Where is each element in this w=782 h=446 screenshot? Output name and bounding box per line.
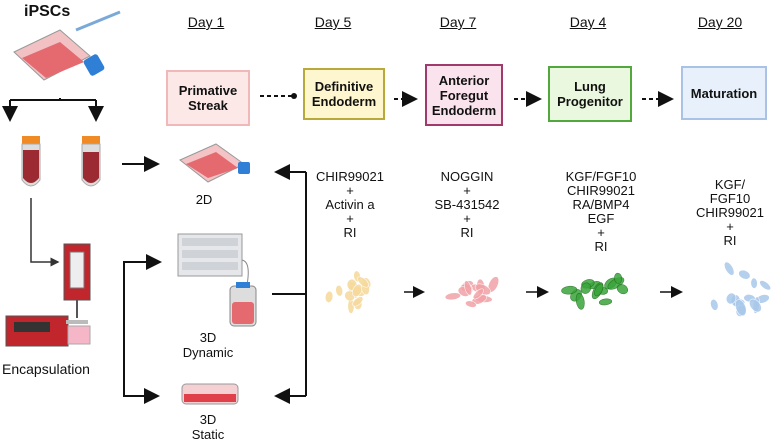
cell-shape [570, 289, 582, 302]
cell-shape [598, 298, 613, 306]
cell-shape [735, 304, 747, 317]
cell-clusters [324, 261, 772, 317]
cell-shape [596, 286, 608, 295]
cell-shape [581, 279, 595, 289]
flask-3d-static-icon [181, 383, 239, 405]
ipscs-title: iPSCs [24, 3, 71, 20]
cell-shape [470, 283, 486, 293]
cell-shape [357, 276, 369, 288]
reagents-anterior-foregut: NOGGIN + SB-431542 + RI [434, 169, 500, 240]
cell-shape [580, 282, 592, 294]
cell-shape [344, 290, 356, 302]
cell-shape [463, 280, 473, 296]
cell-shape [474, 295, 493, 303]
reagents-lung-progenitor: KGF/FGF10 CHIR99021 RA/BMP4 EGF + RI [565, 169, 637, 254]
cell-shape [353, 270, 361, 283]
label-3d-static: 3D Static [191, 412, 225, 442]
cell-shape [587, 281, 601, 290]
cell-shape [487, 276, 500, 293]
cell-shape [461, 282, 474, 293]
cell-shape [361, 277, 372, 290]
cell-shape [724, 261, 735, 276]
cell-shape [471, 294, 487, 305]
split-arrow [9, 98, 97, 120]
cell-shape [352, 296, 364, 307]
cell-shape [594, 283, 604, 297]
stage-anterior-foregut: Anterior Foregut Endoderm [425, 64, 503, 126]
stage-primitive-streak: Primative Streak [166, 70, 250, 126]
day-label-1: Day 1 [187, 14, 225, 30]
cell-shape [730, 294, 741, 307]
cell-shape [474, 283, 491, 296]
cell-shape [348, 284, 366, 297]
label-2d: 2D [195, 192, 213, 207]
cell-shape [614, 272, 623, 284]
cell-shape [476, 278, 486, 297]
day-label-5: Day 20 [697, 14, 743, 30]
label-encapsulation: Encapsulation [2, 361, 90, 377]
cell-shape [710, 298, 719, 311]
cell-shape [743, 294, 756, 303]
cell-shape [730, 298, 746, 307]
cell-shape [460, 283, 473, 293]
cell-shape [457, 286, 471, 297]
cell-shape [461, 280, 474, 291]
cell-shape [346, 278, 358, 291]
cell-shape [444, 292, 462, 301]
cell-shape [607, 277, 625, 290]
stage-maturation-label: Maturation [690, 85, 758, 101]
stage-lung-progenitor-label: Lung Progenitor [557, 79, 623, 109]
cell-shape [347, 298, 355, 314]
day-label-2: Day 5 [314, 14, 352, 30]
cell-shape [735, 299, 747, 317]
cell-shape [360, 281, 370, 296]
cell-shape [750, 277, 758, 289]
cell-shape [759, 280, 772, 291]
cell-shape [324, 290, 334, 303]
cell-shape [604, 277, 618, 290]
cell-shape [738, 269, 751, 280]
cell-shape [616, 284, 629, 295]
cell-shape [752, 296, 760, 314]
encapsulation-device-icon [5, 243, 91, 347]
cell-shape [749, 298, 762, 313]
tube-right-icon [81, 136, 101, 187]
bracket-left [123, 261, 160, 404]
cell-shape [348, 281, 359, 299]
reagents-definitive-endoderm: CHIR99021 + Activin a + RI [316, 169, 384, 240]
tube-left-icon [21, 136, 41, 187]
stage-definitive-endoderm-label: Definitive Endoderm [311, 79, 377, 109]
stage-maturation: Maturation [681, 66, 767, 120]
cell-shape [335, 284, 344, 297]
cell-shape [561, 285, 578, 295]
cell-shape [465, 300, 477, 308]
stage-primitive-streak-label: Primative Streak [178, 83, 238, 113]
cell-shape [755, 294, 770, 304]
ipsc-flask-icon [13, 10, 121, 81]
label-3d-dynamic: 3D Dynamic [182, 330, 234, 360]
bracket-right [278, 171, 307, 397]
stage-lung-progenitor: Lung Progenitor [548, 66, 632, 122]
cell-shape [591, 282, 604, 300]
cell-shape [472, 288, 484, 300]
bioreactor-3d-dynamic-icon [177, 233, 257, 327]
cell-shape [351, 283, 363, 298]
reagents-maturation: KGF/ FGF10 CHIR99021 + RI [696, 177, 764, 248]
stage-anterior-foregut-label: Anterior Foregut Endoderm [431, 72, 497, 118]
cell-shape [725, 292, 737, 305]
cell-shape [353, 298, 363, 310]
day-label-3: Day 7 [439, 14, 477, 30]
flask-2d-icon [179, 143, 250, 183]
cell-shape [575, 292, 585, 310]
stage-definitive-endoderm: Definitive Endoderm [303, 68, 385, 120]
day-label-4: Day 4 [569, 14, 607, 30]
